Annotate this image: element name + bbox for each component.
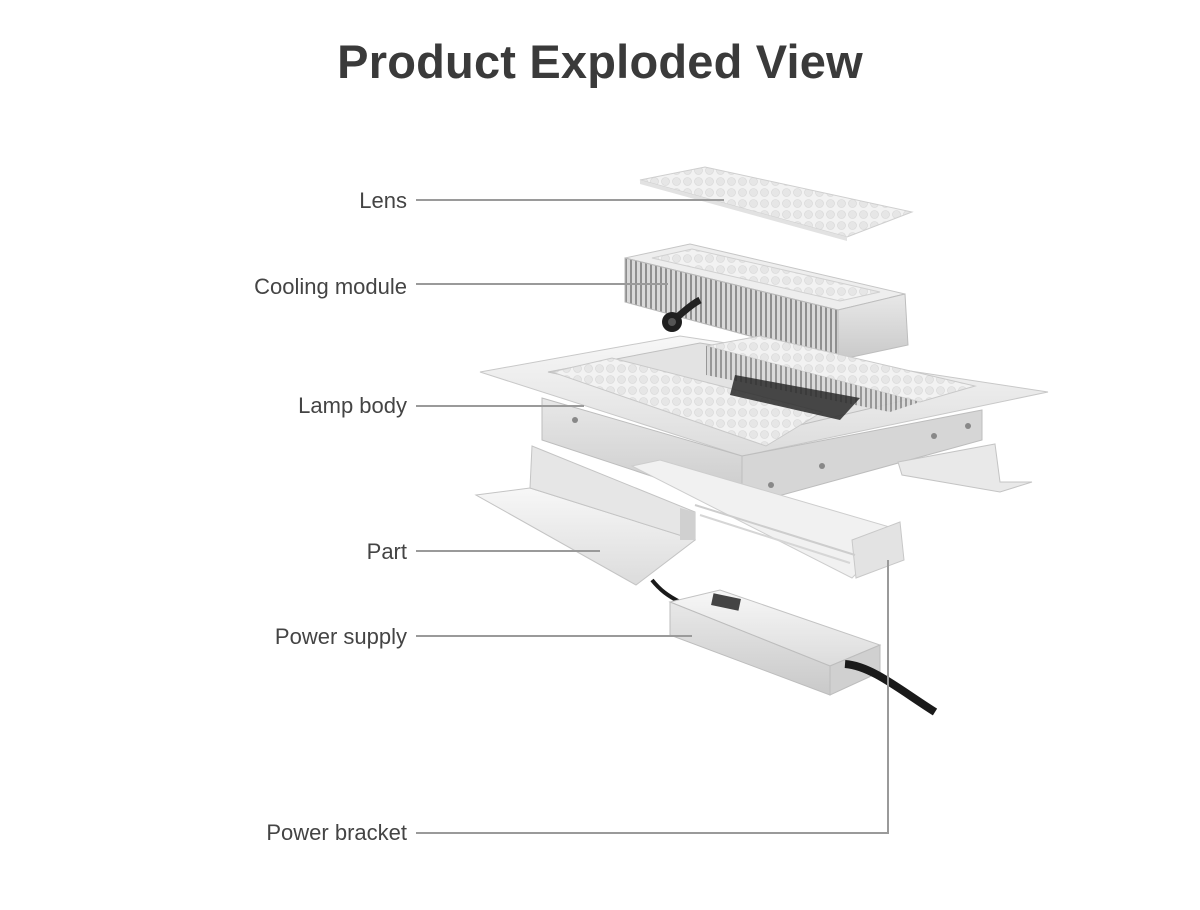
label-power-supply: Power supply — [274, 624, 407, 649]
label-lens: Lens — [359, 188, 407, 213]
label-part: Part — [366, 539, 407, 564]
label-lamp-body: Lamp body — [298, 393, 407, 418]
leader-lines — [416, 199, 889, 834]
label-cooling-module: Cooling module — [254, 274, 407, 299]
label-power-bracket: Power bracket — [266, 820, 407, 845]
power-bracket-part — [630, 459, 905, 579]
page-title: Product Exploded View — [337, 35, 863, 88]
part-bracket — [474, 445, 697, 586]
cooling-module-part — [624, 243, 909, 361]
lamp-body-part — [479, 335, 1049, 507]
power-supply-part — [650, 578, 938, 716]
lens-part — [639, 166, 914, 241]
leader-line-power-bracket — [416, 560, 889, 834]
